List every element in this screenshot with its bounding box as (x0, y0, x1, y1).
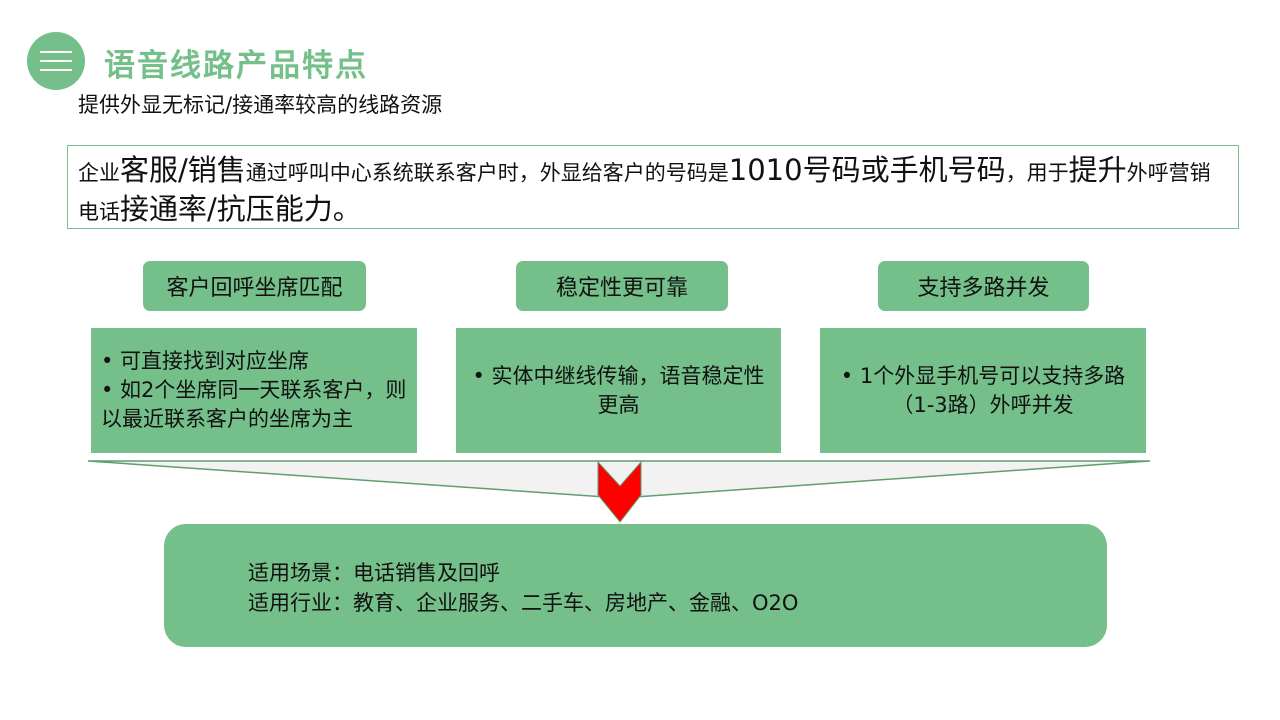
feature-line: • 实体中继线传输，语音稳定性更高 (472, 363, 765, 417)
feature-title: 稳定性更可靠 (516, 261, 728, 311)
intro-text: 外呼营销电话 (78, 161, 1211, 224)
feature-card: • 可直接找到对应坐席 • 如2个坐席同一天联系客户，则以最近联系客户的坐席为主 (91, 328, 417, 453)
intro-text: 企业 (78, 161, 120, 185)
feature-title: 支持多路并发 (878, 261, 1089, 311)
funnel-shape (87, 460, 1151, 499)
summary-box: 适用场景：电话销售及回呼 适用行业：教育、企业服务、二手车、房地产、金融、O2O (164, 524, 1107, 647)
funnel-graphic (87, 460, 1151, 523)
feature-line: • 1个外显手机号可以支持多路 （1-3路）外呼并发 (840, 363, 1126, 417)
list-icon (27, 32, 85, 90)
intro-text: ，用于 (1005, 161, 1069, 185)
page-title: 语音线路产品特点 (104, 48, 368, 84)
intro-text: 客服/销售 (120, 153, 246, 187)
feature-card: • 1个外显手机号可以支持多路 （1-3路）外呼并发 (820, 328, 1146, 453)
intro-text: 1010号码或手机号码 (728, 153, 1006, 187)
feature-line: • 如2个坐席同一天联系客户，则以最近联系客户的坐席为主 (101, 378, 407, 431)
intro-box: 企业客服/销售通过呼叫中心系统联系客户时，外显给客户的号码是1010号码或手机号… (67, 145, 1239, 229)
intro-text: 通过呼叫中心系统联系客户时，外显给客户的号码是 (245, 161, 729, 185)
summary-industry: 适用行业：教育、企业服务、二手车、房地产、金融、O2O (248, 591, 799, 615)
intro-text: 提升 (1068, 153, 1127, 187)
down-arrow-icon (597, 460, 642, 523)
feature-line: • 可直接找到对应坐席 (101, 349, 310, 373)
page-subtitle: 提供外显无标记/接通率较高的线路资源 (78, 93, 443, 117)
feature-card: • 实体中继线传输，语音稳定性更高 (456, 328, 781, 453)
intro-text: 接通率/抗压能力。 (120, 192, 362, 226)
feature-title: 客户回呼坐席匹配 (143, 261, 366, 311)
summary-scene: 适用场景：电话销售及回呼 (248, 561, 500, 585)
